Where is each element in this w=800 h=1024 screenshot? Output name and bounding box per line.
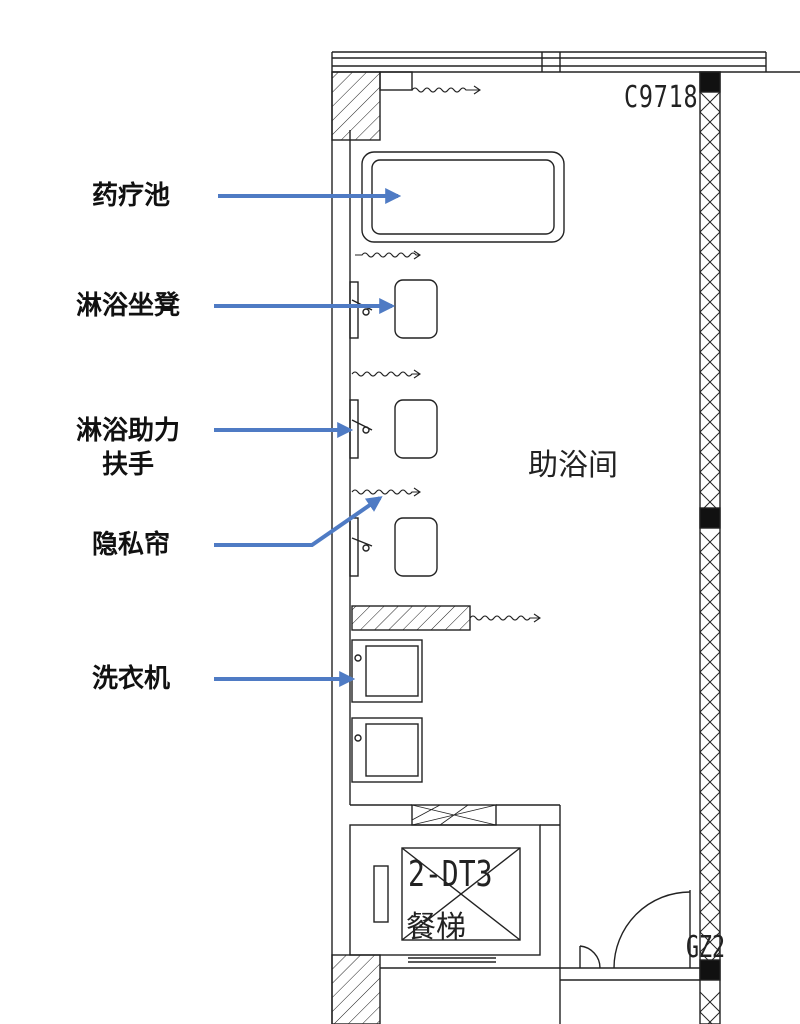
annotation-arrows — [214, 188, 402, 687]
curtain-box — [379, 71, 413, 91]
label-privacy-curtain: 隐私帘 — [92, 530, 171, 560]
column-top — [699, 71, 721, 93]
shower-stall-2 — [349, 399, 438, 459]
label-shower-handrail-line1: 淋浴助力 — [76, 416, 181, 446]
washing-machine-1 — [351, 639, 423, 703]
label-washing-machine: 洗衣机 — [92, 664, 171, 694]
column-mid — [699, 507, 721, 529]
label-shower-handrail-line2: 扶手 — [102, 450, 155, 480]
label-shower-stool: 淋浴坐凳 — [76, 291, 181, 321]
elevator-code: 2-DT3 — [408, 854, 493, 895]
privacy-curtains — [351, 85, 541, 623]
shower-stall-1 — [349, 279, 438, 339]
hatched-wall-top — [331, 71, 381, 141]
column-code: GZ2 — [686, 930, 726, 965]
room-name: 助浴间 — [528, 448, 618, 483]
arrow-privacy-curtain — [214, 496, 383, 547]
partition-wall — [351, 605, 471, 631]
shower-stall-3 — [349, 517, 438, 577]
elevator-name: 餐梯 — [406, 910, 466, 945]
hatched-wall-bottom — [331, 954, 381, 1024]
door-main — [613, 890, 691, 969]
washing-machine-2 — [351, 717, 423, 783]
window-code: C9718 — [624, 80, 699, 115]
column-bottom — [699, 959, 721, 981]
elevator-shaft — [349, 824, 541, 963]
door-small — [579, 945, 601, 969]
label-medicinal-pool: 药疗池 — [92, 181, 171, 211]
top-window — [332, 51, 800, 73]
